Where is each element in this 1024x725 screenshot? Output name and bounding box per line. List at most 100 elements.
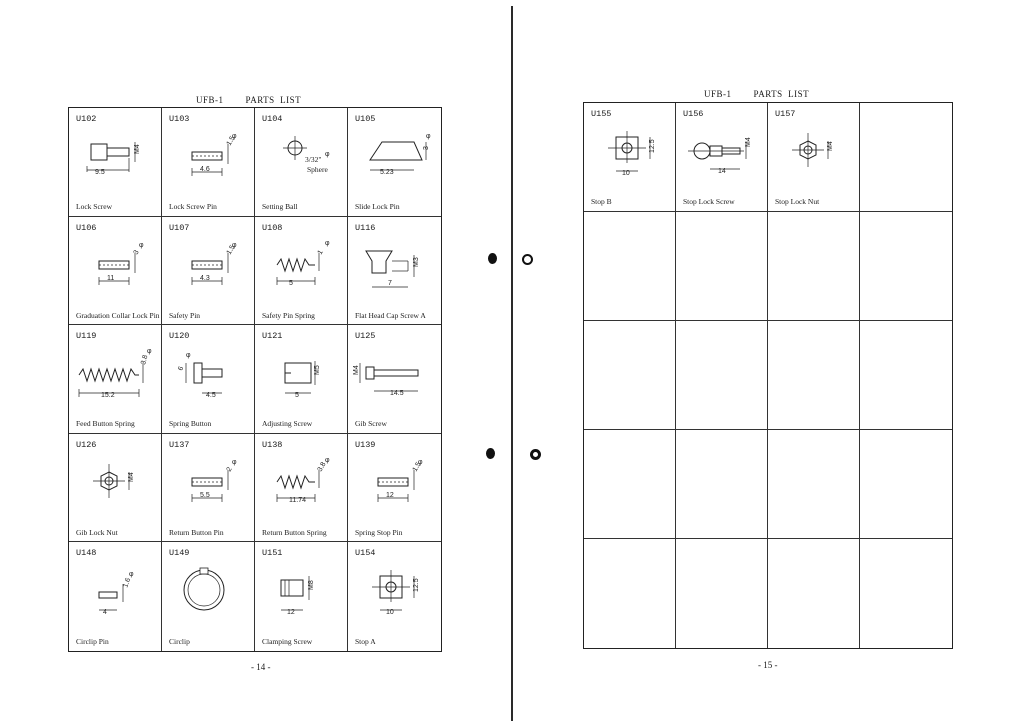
dimension-label: 11.74 (289, 497, 306, 504)
empty-cell (768, 430, 860, 539)
part-code: U157 (775, 109, 796, 119)
dimension-label: M3 (413, 257, 420, 267)
part-name: Graduation Collar Lock Pin (76, 310, 160, 320)
dimension-label: 5.5 (200, 492, 210, 499)
empty-cell (768, 321, 860, 430)
part-drawing: 4.56φ (177, 352, 223, 399)
dimension-label: M4 (353, 365, 360, 375)
part-code: U107 (169, 222, 190, 233)
part-drawing (183, 567, 225, 611)
part-drawing: 11.743.8φ (276, 457, 330, 504)
empty-cell (676, 321, 768, 430)
dimension-label: M4 (827, 141, 834, 151)
dimension-label: φ (186, 352, 191, 359)
dimension-label: M4 (134, 144, 141, 154)
dimension-label: 1.5 (226, 244, 237, 256)
dimension-label: 4 (103, 609, 107, 616)
part-code: U138 (262, 439, 283, 450)
empty-cell (768, 539, 860, 648)
dimension-label: φ (325, 151, 330, 158)
part-code: U139 (355, 439, 376, 450)
part-drawing: 121.5φ (377, 459, 423, 502)
part-drawing: 41.6φ (98, 571, 134, 616)
part-code: U137 (169, 439, 190, 450)
part-name: Spring Button (169, 419, 212, 429)
empty-cell (860, 430, 952, 539)
dimension-label: 9.5 (95, 169, 105, 176)
dimension-label: φ (418, 459, 423, 466)
part-name: Safety Pin Spring (262, 310, 315, 320)
part-drawing: M4 (93, 463, 135, 498)
dimension-label: 15.2 (101, 392, 115, 399)
empty-cell (768, 212, 860, 321)
part-name: Stop Lock Screw (683, 197, 735, 207)
dimension-label: M4 (745, 137, 752, 147)
right-page-title: UFB-1 PARTS LIST (704, 89, 809, 99)
book-spine (511, 6, 513, 721)
part-code: U120 (169, 331, 190, 342)
dimension-label: M4 (128, 472, 135, 482)
empty-cell (584, 430, 676, 539)
part-drawing: 4.31.5φ (191, 242, 237, 285)
dimension-label: 4.6 (200, 166, 210, 173)
dimension-label: 1.5 (226, 135, 237, 147)
part-code: U125 (355, 331, 376, 342)
empty-cell (860, 103, 952, 212)
empty-cell (584, 212, 676, 321)
dimension-label: φ (426, 133, 431, 140)
part-drawing: 51φ (276, 240, 330, 287)
part-code: U126 (76, 439, 97, 450)
part-code: U156 (683, 109, 704, 119)
part-code: U148 (76, 548, 97, 559)
page-number-left: - 14 - (251, 662, 271, 672)
dimension-label: 1.5 (412, 461, 423, 473)
part-code: U108 (262, 222, 283, 233)
dimension-label: 3 (423, 146, 430, 150)
part-name: Slide Lock Pin (355, 201, 400, 211)
dimension-label: 5 (289, 280, 293, 287)
dimension-label: Sphere (307, 165, 328, 174)
part-name: Spring Stop Pin (355, 527, 403, 537)
part-drawing: M4 (792, 133, 834, 167)
dimension-label: φ (129, 571, 134, 578)
dimension-label: 12 (287, 609, 295, 616)
dimension-label: φ (232, 133, 237, 140)
part-drawing: 4.6 1.5φ (191, 133, 237, 176)
dimension-label: 5.23 (380, 169, 394, 176)
doc-code: UFB-1 (704, 89, 732, 99)
dimension-label: φ (325, 457, 330, 464)
empty-cell (584, 321, 676, 430)
dimension-label: 3.8 (140, 354, 149, 365)
part-code: U119 (76, 331, 97, 342)
empty-cell (860, 539, 952, 648)
part-drawing: 14.5 M4 (353, 363, 419, 397)
empty-cell (676, 430, 768, 539)
dimension-label: 14.5 (390, 390, 404, 397)
part-drawing: 7 M3 (365, 250, 420, 287)
part-name: Return Button Spring (262, 527, 327, 537)
part-drawing: 5.23 3 φ (369, 133, 431, 176)
dimension-label: 7 (388, 280, 392, 287)
dimension-label: M5 (314, 365, 321, 375)
dimension-label: 6 (177, 366, 185, 372)
part-code: U121 (262, 331, 283, 342)
dimension-label: 11 (107, 275, 114, 282)
